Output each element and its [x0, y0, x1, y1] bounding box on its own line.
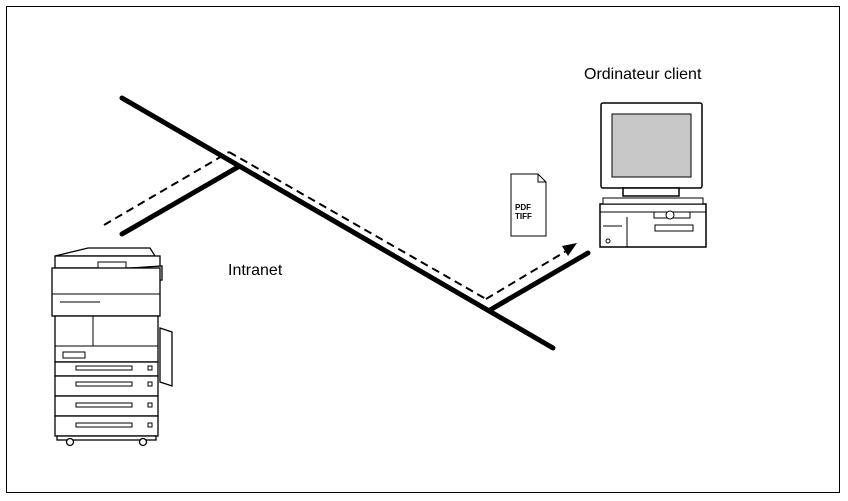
document-format-tiff: TIFF: [515, 212, 532, 221]
desktop-computer-icon: [599, 102, 707, 248]
client-computer-label: Ordinateur client: [584, 66, 702, 83]
network-path: [119, 95, 591, 351]
data-flow-path: [103, 151, 569, 300]
arrow-head-icon: [562, 243, 577, 256]
multifunction-printer-icon: [51, 247, 173, 447]
diagram-frame: [6, 6, 840, 493]
intranet-label: Intranet: [228, 262, 283, 279]
document-format-pdf: PDF: [515, 203, 531, 212]
document-icon: PDF TIFF: [510, 173, 547, 237]
